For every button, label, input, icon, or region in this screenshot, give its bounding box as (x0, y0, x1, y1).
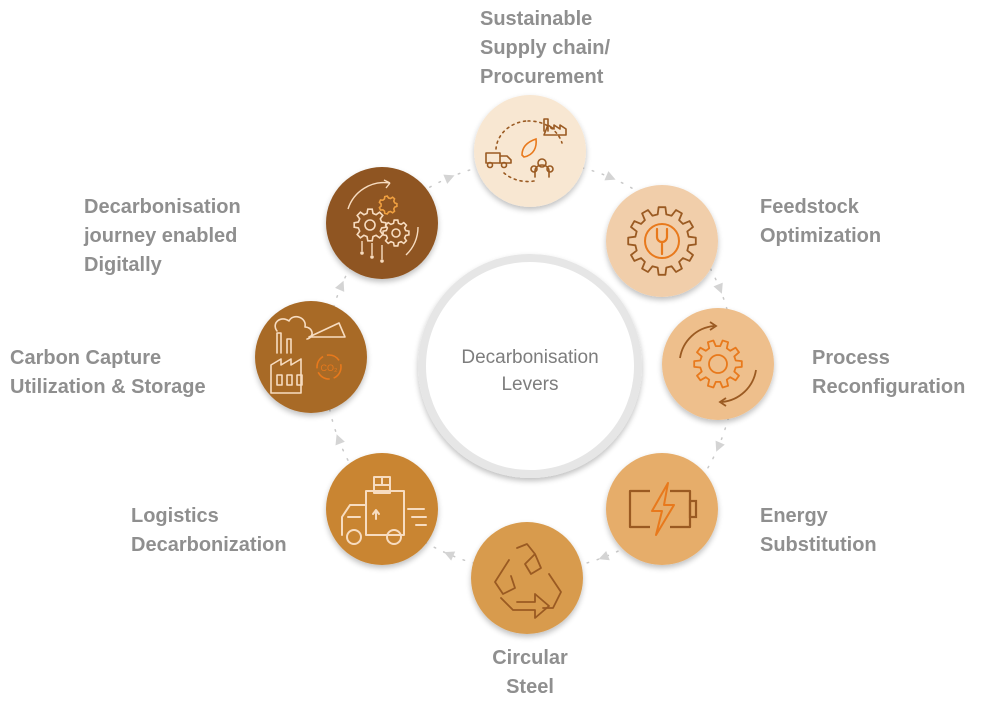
label-line: Utilization & Storage (10, 376, 206, 398)
flow-arrow (335, 280, 345, 292)
label-line: Logistics (131, 505, 219, 527)
label-line: Procurement (480, 66, 604, 88)
label-energy: Energy Substitution (760, 502, 877, 560)
flow-arrow (604, 171, 616, 181)
flow-arrow (713, 282, 723, 294)
label-line: Steel (506, 676, 554, 698)
center-label: Decarbonisation Levers (430, 344, 630, 398)
label-line: Substitution (760, 534, 877, 556)
gear-wrench-icon (627, 206, 697, 276)
label-line: Feedstock (760, 196, 859, 218)
center-ring (418, 254, 642, 478)
label-line: Optimization (760, 225, 882, 247)
lever-ccus: CO₂ (255, 301, 367, 413)
flow-arrows (335, 171, 725, 561)
label-line: Circular (492, 647, 568, 669)
label-digital: Decarbonisation journey enabled Digitall… (84, 193, 241, 280)
flow-arrow (335, 434, 345, 446)
label-ccus: Carbon Capture Utilization & Storage (10, 344, 206, 402)
lever-supply-chain (474, 95, 586, 207)
label-process: Process Reconfiguration (812, 344, 965, 402)
label-line: Process (812, 347, 890, 369)
label-line: Decarbonisation (84, 196, 241, 218)
lever-circle (662, 308, 774, 420)
lever-circle (255, 301, 367, 413)
label-line: Energy (760, 505, 828, 527)
delivery-truck-icon (341, 476, 427, 545)
label-circular: Circular Steel (440, 644, 620, 702)
flow-arrow (443, 174, 455, 184)
lever-circle (326, 453, 438, 565)
flow-arrow (715, 440, 725, 452)
center-label-line: Levers (501, 374, 559, 395)
recycle-icon (494, 543, 562, 619)
lever-process (662, 308, 774, 420)
label-feedstock: Feedstock Optimization (760, 193, 881, 251)
lever-feedstock (606, 185, 718, 297)
battery-bolt-icon (628, 482, 698, 536)
label-line: Carbon Capture (10, 347, 162, 369)
lever-circular (471, 522, 583, 634)
label-line: journey enabled (84, 225, 238, 247)
digital-gears-icon (347, 179, 419, 263)
label-line: Digitally (84, 254, 162, 276)
lever-circle (471, 522, 583, 634)
label-line: Decarbonization (131, 534, 287, 556)
lever-circle (606, 453, 718, 565)
lever-logistics (326, 453, 438, 565)
label-logistics: Logistics Decarbonization (131, 502, 287, 560)
factory-co2-icon: CO₂ (270, 315, 346, 394)
label-line: Sustainable (480, 8, 593, 30)
supply-chain-icon (485, 118, 567, 183)
label-line: Reconfiguration (812, 376, 966, 398)
flow-arrow (444, 551, 456, 561)
label-line: Supply chain/ (480, 37, 611, 59)
flow-arrow (598, 550, 610, 561)
lever-energy (606, 453, 718, 565)
lever-digital (326, 167, 438, 279)
svg-text:CO₂: CO₂ (321, 363, 339, 373)
lever-circle (474, 95, 586, 207)
gear-cycle-icon (679, 321, 757, 407)
label-supply-chain: Sustainable Supply chain/ Procurement (480, 5, 610, 92)
center-label-line: Decarbonisation (461, 347, 599, 368)
